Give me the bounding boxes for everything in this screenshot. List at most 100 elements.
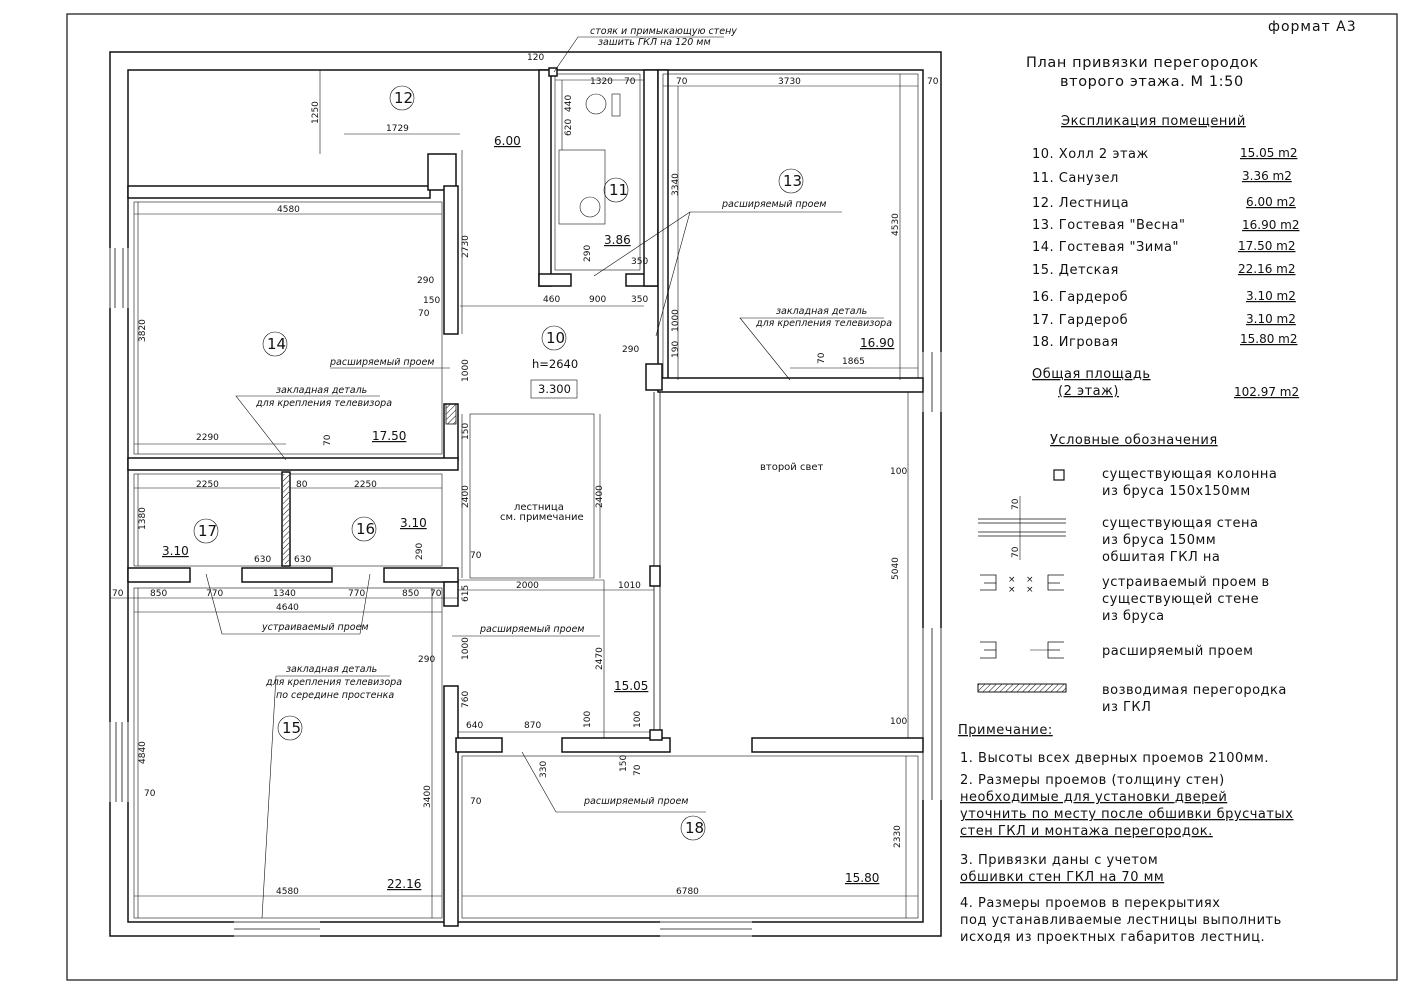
notes-heading: Примечание: bbox=[958, 723, 1053, 738]
area-13: 16.90 bbox=[860, 336, 894, 350]
room-row-area: 17.50 m2 bbox=[1238, 239, 1296, 253]
dim-1320: 1320 bbox=[590, 77, 613, 87]
dim-850-a: 850 bbox=[150, 589, 167, 599]
notes: Примечание: 1. Высоты всех дверных проем… bbox=[958, 723, 1293, 945]
dim-2470: 2470 bbox=[595, 647, 605, 670]
dim-100-c: 100 bbox=[583, 711, 593, 728]
dim-2000: 2000 bbox=[516, 581, 539, 591]
svg-text:×: × bbox=[1008, 585, 1016, 595]
area-11: 3.86 bbox=[604, 233, 631, 247]
area-14: 17.50 bbox=[372, 429, 406, 443]
room-row-area: 16.90 m2 bbox=[1242, 218, 1300, 232]
svg-text:×: × bbox=[1008, 575, 1016, 585]
note-3-line1: 3. Привязки даны с учетом bbox=[960, 853, 1158, 868]
dim-150-14: 150 bbox=[423, 296, 440, 306]
dim-440: 440 bbox=[564, 95, 574, 112]
room-row-name: 16. Гардероб bbox=[1032, 290, 1128, 305]
total-area-value: 102.97 m2 bbox=[1234, 385, 1299, 399]
legend-heading: Условные обозначения bbox=[1050, 433, 1218, 448]
dim-3400: 3400 bbox=[423, 785, 433, 808]
note-1: 1. Высоты всех дверных проемов 2100мм. bbox=[960, 751, 1269, 766]
legend: Условные обозначения существующая колонн… bbox=[977, 433, 1287, 715]
dim-760: 760 bbox=[461, 691, 471, 708]
note-embed-13-1: закладная деталь bbox=[776, 306, 867, 317]
note-3-line2: обшивки стен ГКЛ на 70 мм bbox=[960, 870, 1164, 885]
dim-70-left: 70 bbox=[112, 589, 124, 599]
dim-70-right: 70 bbox=[430, 589, 442, 599]
note-embed-14-2: для крепления телевизора bbox=[255, 398, 392, 409]
dim-1000-14: 1000 bbox=[461, 359, 471, 382]
new-opening-icon: ×× ×× bbox=[980, 574, 1064, 595]
widened-opening-icon bbox=[980, 641, 1064, 659]
plan-annotations: стояк и примыкающую стену зашить ГКЛ на … bbox=[205, 26, 892, 919]
area-18: 15.80 bbox=[845, 871, 879, 885]
dim-1010: 1010 bbox=[618, 581, 641, 591]
dim-6780: 6780 bbox=[676, 887, 699, 897]
dim-2730: 2730 bbox=[461, 235, 471, 258]
room-12-number: 12 bbox=[394, 89, 413, 107]
dim-900: 900 bbox=[589, 295, 606, 305]
dim-350-b: 350 bbox=[631, 295, 648, 305]
legend-item-line: существующая колонна bbox=[1102, 467, 1277, 482]
note-4-line1: 4. Размеры проемов в перекрытиях bbox=[960, 896, 1220, 911]
room-17-number: 17 bbox=[198, 522, 217, 540]
area-16: 3.10 bbox=[400, 516, 427, 530]
plan-title-line2: второго этажа. М 1:50 bbox=[1060, 74, 1244, 90]
room-15-number: 15 bbox=[282, 719, 301, 737]
room-row-name: 14. Гостевая "Зима" bbox=[1032, 240, 1179, 255]
dim-4840: 4840 bbox=[138, 741, 148, 764]
dim-615: 615 bbox=[461, 585, 471, 602]
area-15: 22.16 bbox=[387, 877, 421, 891]
dim-770-a: 770 bbox=[206, 589, 223, 599]
note-2-line2: необходимые для установки дверей bbox=[960, 790, 1227, 805]
stair-label-2: см. примечание bbox=[500, 512, 584, 523]
dim-70-13: 70 bbox=[676, 77, 688, 87]
dim-630-b: 630 bbox=[294, 555, 311, 565]
dim-1000-13: 1000 bbox=[671, 309, 681, 332]
legend-item-line: обшитая ГКЛ на bbox=[1102, 550, 1220, 565]
legend-item-line: возводимая перегородка bbox=[1102, 683, 1287, 698]
dim-290-hall: 290 bbox=[418, 655, 435, 665]
room-row-name: 17. Гардероб bbox=[1032, 313, 1128, 328]
dim-70-15: 70 bbox=[144, 789, 156, 799]
room-row-name: 11. Санузел bbox=[1032, 171, 1119, 186]
dim-2400-a: 2400 bbox=[461, 485, 471, 508]
dim-1380: 1380 bbox=[138, 507, 148, 530]
room-14-number: 14 bbox=[267, 335, 286, 353]
dim-70-outer: 70 bbox=[927, 77, 939, 87]
dim-290-14: 290 bbox=[417, 276, 434, 286]
dim-870: 870 bbox=[524, 721, 541, 731]
room-10-number: 10 bbox=[546, 329, 565, 347]
column-icon bbox=[1053, 469, 1065, 481]
dim-620: 620 bbox=[564, 119, 574, 136]
dim-2330: 2330 bbox=[893, 825, 903, 848]
dim-290-bath: 290 bbox=[583, 245, 593, 262]
total-area-label-2: (2 этаж) bbox=[1058, 384, 1119, 399]
dim-350-a: 350 bbox=[631, 257, 648, 267]
dim-2250-17: 2250 bbox=[196, 480, 219, 490]
explication-table: Экспликация помещений 10. Холл 2 этаж 15… bbox=[1032, 114, 1300, 399]
sheet-format: формат А3 bbox=[1268, 19, 1357, 35]
dim-2400-b: 2400 bbox=[595, 485, 605, 508]
dim-150-18: 150 bbox=[619, 755, 629, 772]
dim-4640: 4640 bbox=[276, 603, 299, 613]
room-row-area: 3.10 m2 bbox=[1246, 289, 1296, 303]
room-row-name: 18. Игровая bbox=[1032, 335, 1119, 350]
dim-70-bath: 70 bbox=[624, 77, 636, 87]
room-row-name: 12. Лестница bbox=[1032, 196, 1129, 211]
dim-70-14b: 70 bbox=[323, 434, 333, 446]
dim-3730: 3730 bbox=[778, 77, 801, 87]
dim-1000-hall: 1000 bbox=[461, 637, 471, 660]
room-11-number: 11 bbox=[609, 181, 628, 199]
dim-1865: 1865 bbox=[842, 357, 865, 367]
room-16-number: 16 bbox=[356, 520, 375, 538]
note-2-line3: уточнить по месту после обшивки брусчаты… bbox=[960, 807, 1293, 822]
second-light-label: второй свет bbox=[760, 462, 824, 473]
note-widened-13: расширяемый проем bbox=[721, 199, 826, 210]
svg-text:×: × bbox=[1026, 585, 1034, 595]
explication-heading: Экспликация помещений bbox=[1061, 114, 1246, 129]
legend-item-line: из бруса bbox=[1102, 609, 1165, 624]
dim-850-b: 850 bbox=[402, 589, 419, 599]
sheet-frame bbox=[66, 13, 1398, 981]
